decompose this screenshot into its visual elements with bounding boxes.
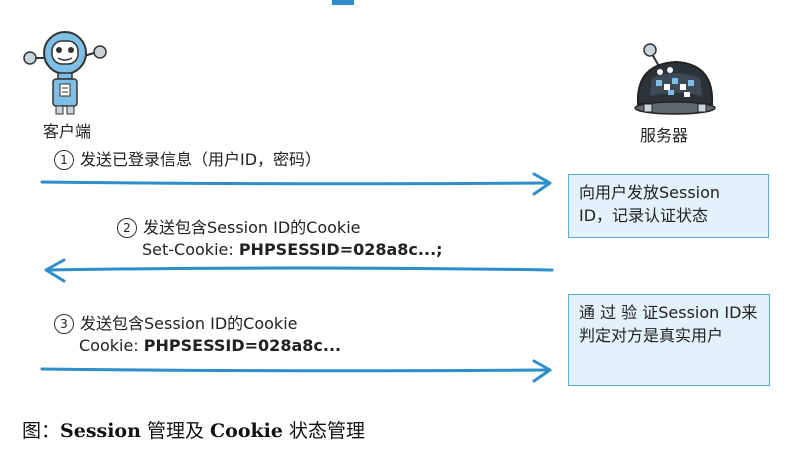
- step-1-label: 1 发送已登录信息（用户ID，密码）: [54, 149, 321, 171]
- server-robot-icon: [634, 43, 716, 115]
- arrow-2-to-client: [46, 266, 554, 272]
- step-2-header-value: PHPSESSID=028a8c...;: [238, 240, 443, 259]
- step-2-header-name: Set-Cookie:: [142, 240, 239, 259]
- arrow-1-to-server: [40, 180, 550, 186]
- step-3-label: 3 发送包含Session ID的Cookie Cookie: PHPSESSID…: [54, 313, 341, 357]
- arrow-3-to-server: [40, 367, 550, 373]
- step-3-number: 3: [54, 314, 74, 334]
- client-robot-icon: [23, 31, 107, 115]
- caption-prefix: 图：: [22, 420, 61, 442]
- step-3-text: 发送包含Session ID的Cookie: [80, 314, 298, 333]
- step-1-number: 1: [54, 150, 74, 170]
- client-label: 客户端: [43, 122, 92, 141]
- step-2-number: 2: [117, 218, 137, 238]
- step-2-text: 发送包含Session ID的Cookie: [143, 218, 361, 237]
- caption-session: Session: [60, 420, 141, 442]
- figure-caption: 图：Session 管理及 Cookie 状态管理: [22, 416, 365, 443]
- top-accent-bar: [332, 0, 354, 5]
- server-note-issue-session: 向用户发放Session ID，记录认证状态: [568, 174, 769, 238]
- server-note-verify-session: 通 过 验 证Session ID来判定对方是真实用户: [568, 294, 770, 386]
- caption-mid: 管理及: [140, 420, 211, 442]
- step-1-text: 发送已登录信息（用户ID，密码）: [80, 150, 322, 169]
- caption-cookie: Cookie: [210, 420, 283, 442]
- step-3-header-value: PHPSESSID=028a8c...: [143, 336, 342, 355]
- step-3-header-name: Cookie:: [79, 336, 144, 355]
- step-2-label: 2 发送包含Session ID的Cookie Set-Cookie: PHPSE…: [117, 217, 443, 261]
- caption-suffix: 状态管理: [282, 420, 366, 442]
- server-label: 服务器: [640, 126, 689, 145]
